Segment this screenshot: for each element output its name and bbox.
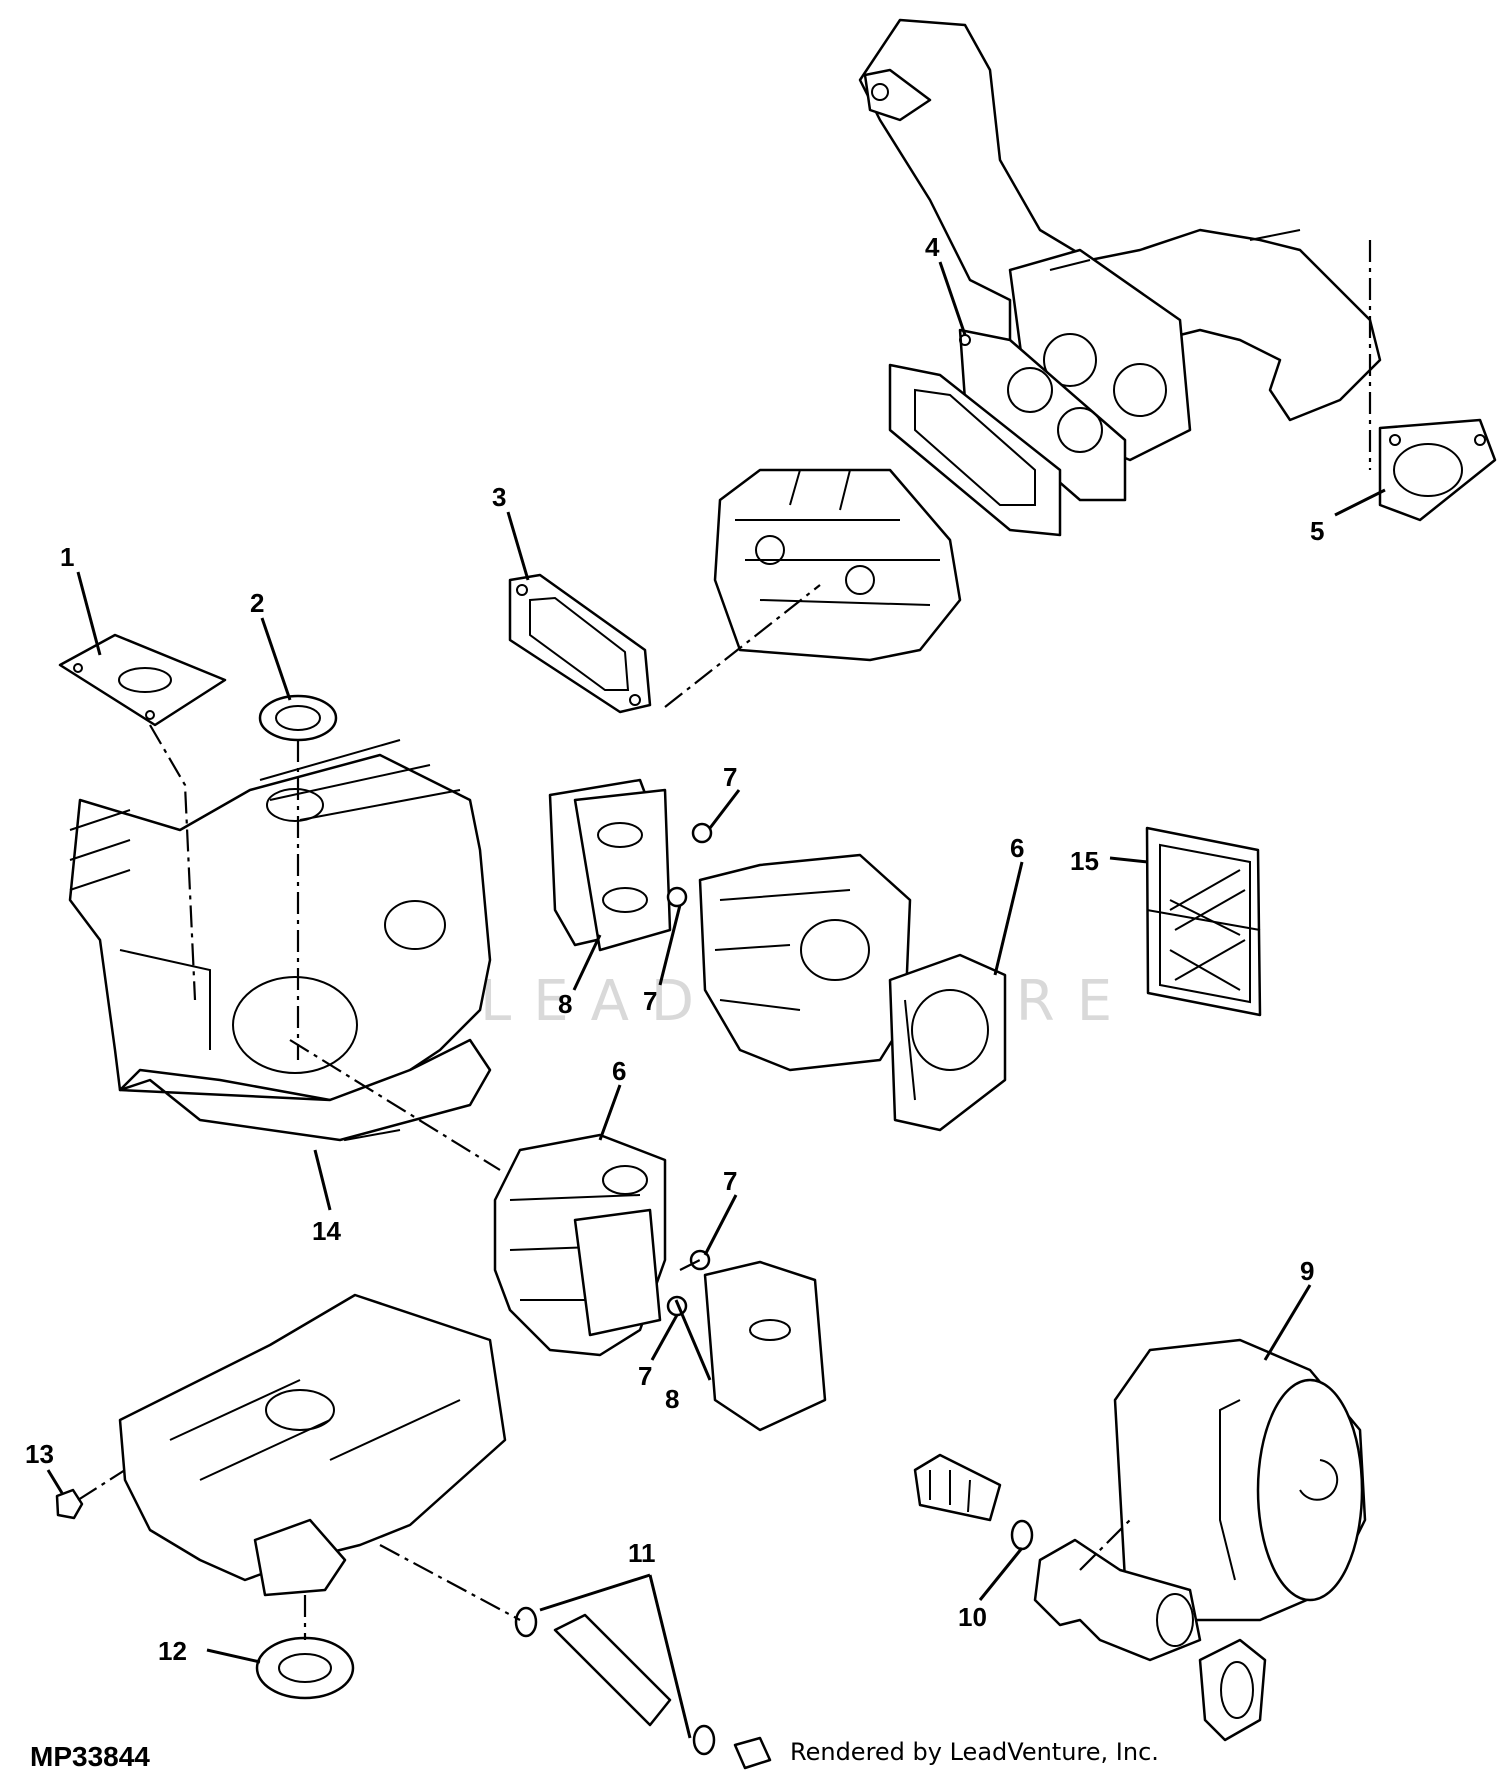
- oil-seal-bottom: [255, 1636, 355, 1700]
- oil-seal-top: [258, 694, 338, 742]
- o-ring: [1010, 1519, 1034, 1551]
- callout-8a: 8: [558, 989, 572, 1019]
- drain-plug: [55, 1488, 84, 1520]
- dipstick-tube: [514, 1606, 772, 1770]
- alignment-lines: [77, 240, 1372, 1640]
- callout-1: 1: [60, 542, 74, 572]
- callout-6a: 6: [1010, 833, 1024, 863]
- valve-cover-center: [548, 778, 672, 952]
- cylinder-block: [68, 739, 492, 1142]
- callout-8b: 8: [665, 1384, 679, 1414]
- callout-6b: 6: [612, 1056, 626, 1086]
- leader-lines: [46, 261, 1386, 1739]
- callout-7d: 7: [638, 1361, 652, 1391]
- carburetor-gasket: [508, 573, 652, 714]
- callout-4: 4: [925, 232, 940, 262]
- callout-14: 14: [312, 1216, 341, 1246]
- callout-12: 12: [158, 1636, 187, 1666]
- callout-9: 9: [1300, 1256, 1314, 1286]
- callout-13: 13: [25, 1439, 54, 1469]
- callout-3: 3: [492, 482, 506, 512]
- cover-plate: [58, 633, 227, 727]
- port-gasket: [1378, 418, 1497, 522]
- valve-cover-lower: [703, 1260, 827, 1432]
- callout-10: 10: [958, 1602, 987, 1632]
- callout-2: 2: [250, 588, 264, 618]
- callout-5: 5: [1310, 516, 1324, 546]
- oil-pan: [118, 1293, 507, 1597]
- air-filter-element: [1145, 826, 1262, 1017]
- render-credit: Rendered by LeadVenture, Inc.: [790, 1738, 1159, 1766]
- carburetor: [713, 468, 962, 662]
- callout-15: 15: [1070, 846, 1099, 876]
- callout-labels: 1 2 3 4 5 6 6 7 7 7 7 8 8 9 10 11 12 13 …: [25, 232, 1324, 1666]
- reference-code: MP33844: [30, 1741, 150, 1772]
- oil-filter: [1113, 1338, 1367, 1622]
- filter-adapter-nipple: [913, 1453, 1002, 1522]
- callout-11: 11: [628, 1538, 656, 1568]
- filter-adapter: [1033, 1538, 1267, 1742]
- head-gasket-right: [888, 953, 1007, 1132]
- cylinder-head-lower: [493, 1133, 667, 1357]
- callout-7a: 7: [723, 762, 737, 792]
- cylinder-head-center: [698, 853, 912, 1072]
- spacer-gasket: [888, 363, 1062, 537]
- callout-7b: 7: [643, 986, 657, 1016]
- callout-7c: 7: [723, 1166, 737, 1196]
